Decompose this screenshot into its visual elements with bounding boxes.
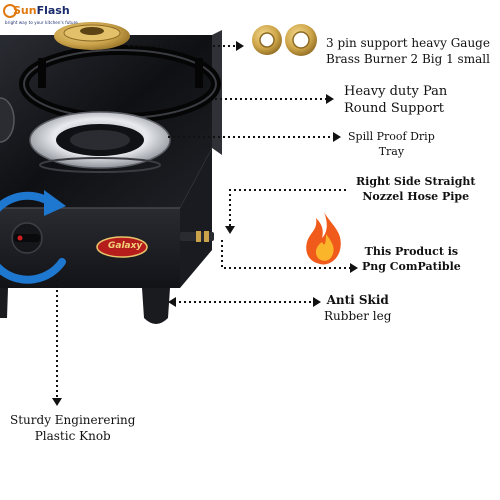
feature-nozzle: Right Side Straight Nozzel Hose Pipe [356,175,475,204]
feature-pan-support-line1: Heavy duty Pan [344,84,448,99]
feature-nozzle-line2: Nozzel Hose Pipe [362,189,470,203]
feature-drip-tray-line2: Tray [378,144,405,158]
logo-flash: Flash [36,4,70,17]
logo-tagline: bright way to your kitchen's future [5,20,78,25]
control-knob [11,222,43,254]
feature-pan-support: Heavy duty Pan Round Support [344,83,447,117]
left-burner [0,97,15,143]
feature-burner-line1: 3 pin support heavy Gauge [326,36,490,50]
rubber-leg [0,288,170,324]
badge-text: Galaxy [108,241,143,251]
feature-leg: Anti Skid Rubber leg [324,293,391,325]
stove-body [0,148,212,288]
feature-nozzle-line1: Right Side Straight [356,175,476,188]
feature-png: This Product is Png ComPatible [362,245,461,274]
brass-burner-icon [252,24,317,56]
feature-png-line2: Png ComPatible [362,259,461,273]
feature-drip-tray: Spill Proof Drip Tray [348,130,435,159]
logo-sun-icon [3,4,17,18]
feature-knob-line2: Plastic Knob [34,428,111,443]
nozzle-pipe [180,231,214,242]
logo-wordmark: SunFlash [13,4,70,17]
feature-pan-support-line2: Round Support [344,101,445,117]
logo-sun: Sun [13,4,37,17]
feature-drip-tray-line1: Spill Proof Drip [348,130,435,143]
flame-icon [306,212,341,265]
feature-knob: Sturdy Enginerering Plastic Knob [10,413,135,445]
feature-leg-line1: Anti Skid [326,293,389,307]
feature-png-line1: This Product is [364,245,459,258]
feature-knob-line1: Sturdy Enginerering [10,413,136,427]
brand-badge [96,236,148,258]
rotate-arrow-icon [0,190,66,284]
drip-tray [29,111,171,173]
feature-burner-line2: Brass Burner 2 Big 1 small [326,51,490,66]
feature-leg-line2: Rubber leg [324,308,392,323]
brass-burner [54,22,130,50]
feature-burner: 3 pin support heavy Gauge Brass Burner 2… [326,36,490,68]
